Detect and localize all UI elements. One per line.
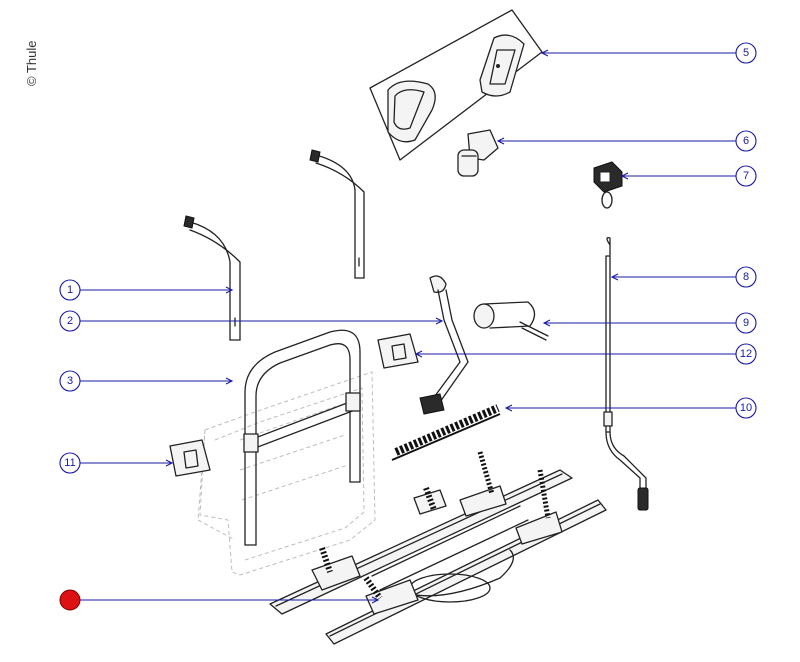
part-2-pivot-arm <box>419 275 469 415</box>
part-9-strap <box>473 301 549 341</box>
part-1-right-tube <box>309 149 365 279</box>
callout-10: 10 <box>735 397 757 419</box>
leader-lines <box>78 49 736 604</box>
callout-11: 11 <box>59 452 81 474</box>
copyright-label: © Thule <box>24 40 39 86</box>
part-1-left-tube <box>183 215 241 341</box>
part-7-bracket <box>593 161 623 209</box>
callout-5-number: 5 <box>743 47 749 59</box>
callout-1-number: 1 <box>67 284 73 296</box>
callout-6: 6 <box>735 130 757 152</box>
callout-2: 2 <box>59 310 81 332</box>
highlight-marker[interactable] <box>59 589 81 611</box>
callout-6-number: 6 <box>743 135 749 147</box>
part-11-block <box>169 439 211 477</box>
part-3-main-frame <box>243 329 361 546</box>
part-8-locking-rod <box>603 237 649 511</box>
callout-8-number: 8 <box>743 271 749 283</box>
part-6-clamp <box>457 129 499 177</box>
callout-9-number: 9 <box>743 317 749 329</box>
callout-11-number: 11 <box>64 457 75 469</box>
callout-12-number: 12 <box>740 348 752 360</box>
part-10-rubber-strap <box>391 404 501 461</box>
callout-1: 1 <box>59 279 81 301</box>
callout-3-number: 3 <box>67 375 73 387</box>
callout-8: 8 <box>735 266 757 288</box>
callout-7: 7 <box>735 165 757 187</box>
callout-7-number: 7 <box>743 170 749 182</box>
wheel-holders <box>311 451 563 615</box>
callout-12: 12 <box>735 343 757 365</box>
part-12-clip <box>377 333 419 369</box>
callout-9: 9 <box>735 312 757 334</box>
callout-3: 3 <box>59 370 81 392</box>
callout-2-number: 2 <box>67 315 73 327</box>
part-5-end-caps <box>369 9 543 161</box>
callout-5: 5 <box>735 42 757 64</box>
callout-10-number: 10 <box>740 402 752 414</box>
